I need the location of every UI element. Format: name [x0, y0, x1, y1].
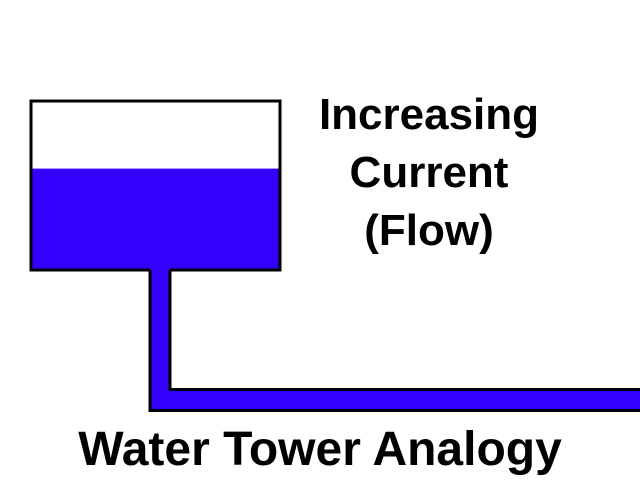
increasing-current-label: Increasing Current (Flow): [298, 86, 560, 260]
tank-water: [31, 168, 280, 270]
side-label-line-3: (Flow): [364, 206, 494, 255]
tank-outline: [29, 99, 282, 272]
side-label-line-2: Current: [349, 148, 509, 197]
pipe-vertical-water: [151, 268, 170, 410]
pipe-horizontal-water: [151, 390, 640, 410]
pipe-inner-outline: [168, 270, 640, 391]
diagram-title: Water Tower Analogy: [78, 423, 562, 476]
pipe-outer-outline: [148, 270, 640, 412]
tank-air-space: [31, 101, 280, 169]
side-label-line-1: Increasing: [318, 90, 540, 139]
